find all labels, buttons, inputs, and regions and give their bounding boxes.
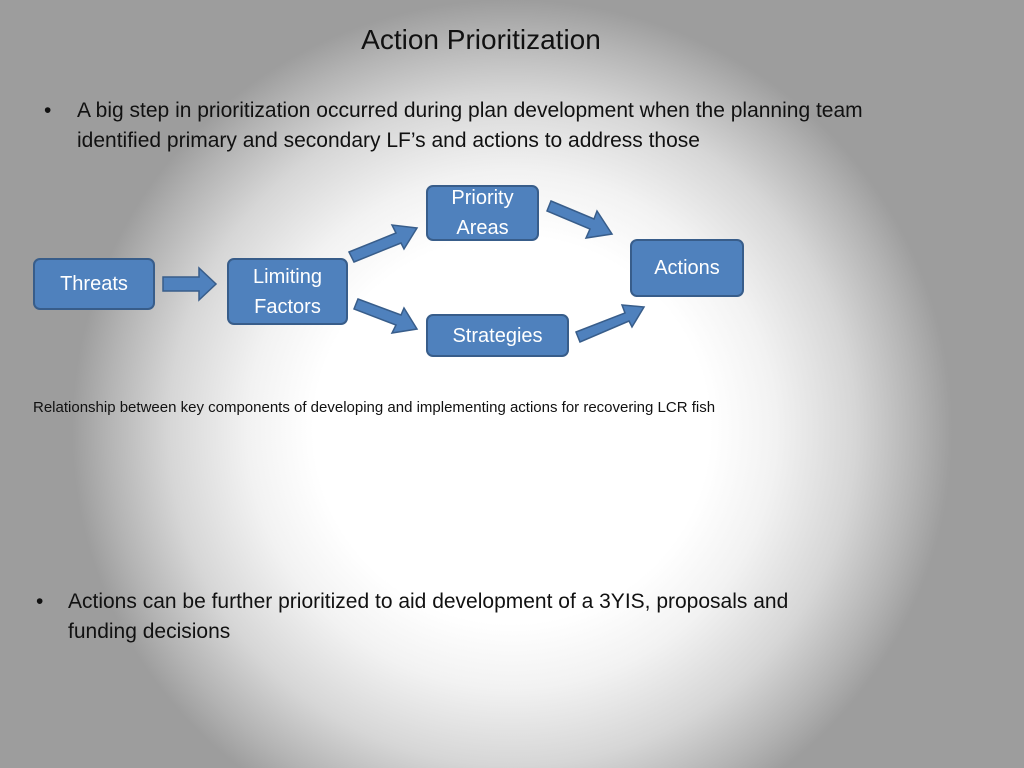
node-actions: Actions (630, 239, 744, 297)
node-priority-areas: Priority Areas (426, 185, 539, 241)
node-limiting-factors: Limiting Factors (227, 258, 348, 325)
arrow-priority-areas-to-actions (546, 200, 614, 239)
arrow-limiting-factors-to-strategies (353, 298, 419, 334)
arrow-threats-to-limiting-factors (162, 266, 218, 302)
bullet-text-1: A big step in prioritization occurred du… (77, 99, 863, 152)
bullet-dot: • (36, 590, 44, 613)
node-strategies: Strategies (426, 314, 569, 357)
bullet-dot: • (44, 99, 52, 122)
node-threats: Threats (33, 258, 155, 310)
arrow-strategies-to-actions (575, 304, 646, 343)
slide-title: Action Prioritization (361, 24, 601, 55)
bullet-text-2: Actions can be further prioritized to ai… (68, 590, 789, 643)
arrow-limiting-factors-to-priority-areas (347, 224, 419, 263)
bullet-item-1: • A big step in prioritization occurred … (44, 96, 944, 156)
diagram-caption: Relationship between key components of d… (33, 399, 716, 416)
bullet-item-2: • Actions can be further prioritized to … (36, 587, 856, 647)
